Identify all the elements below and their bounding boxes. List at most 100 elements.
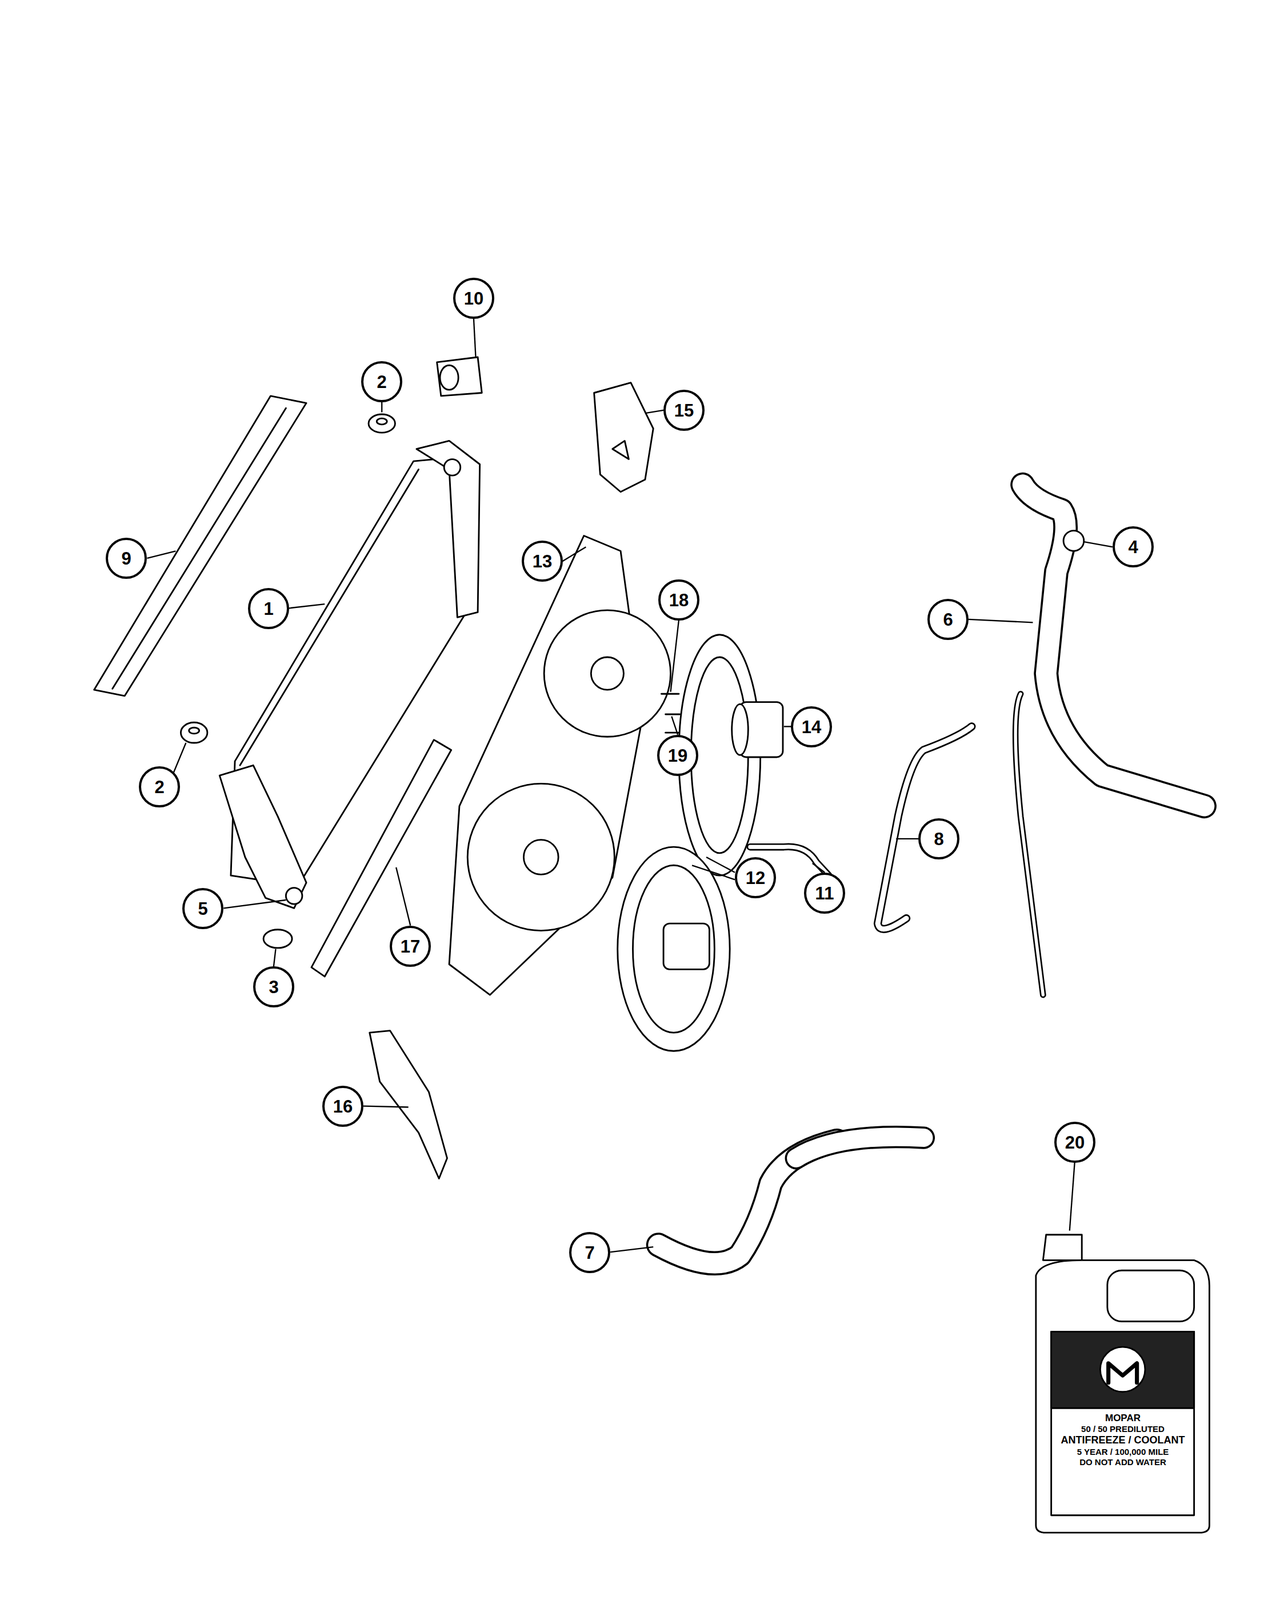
hose <box>796 1137 924 1159</box>
hose-fill <box>796 1137 924 1159</box>
jug-label-header <box>1051 1331 1195 1408</box>
leader-lines <box>147 318 1113 1252</box>
fan-ring <box>690 657 748 854</box>
fan-opening <box>544 610 671 737</box>
callout-number: 9 <box>105 537 147 579</box>
callout-number: 1 <box>248 588 290 630</box>
mopar-logo <box>1100 1346 1146 1392</box>
callout-text: 13 <box>532 552 552 571</box>
leader-line <box>1069 1162 1075 1231</box>
callout-number: 10 <box>453 277 495 319</box>
leader-line <box>670 620 679 692</box>
leader-line <box>273 949 276 967</box>
hose <box>1015 693 1043 995</box>
callout-text: 4 <box>1128 538 1138 556</box>
coolant-jug <box>1036 1260 1210 1533</box>
grommet <box>368 414 395 433</box>
drain-plug <box>263 929 292 948</box>
callout-text: 3 <box>268 978 279 996</box>
callout-text: 9 <box>121 549 131 568</box>
callout-text: 20 <box>1065 1133 1085 1152</box>
jug-label-panel <box>1051 1331 1195 1515</box>
callout-number: 8 <box>918 818 960 860</box>
callout-text: 10 <box>464 289 484 308</box>
fan-ring <box>633 865 715 1033</box>
callout-text: 7 <box>584 1244 595 1262</box>
callout-number: 7 <box>569 1232 611 1274</box>
callout-number: 19 <box>657 734 699 776</box>
callout-number: 14 <box>790 706 832 748</box>
callout-number: 15 <box>663 389 705 431</box>
callout-text: 19 <box>668 746 688 765</box>
callout-text: 1 <box>263 600 274 618</box>
label-text: 50 / 50 PREDILUTED <box>1081 1424 1165 1435</box>
label-text: ANTIFREEZE / COOLANT <box>1061 1434 1186 1447</box>
radiator-outlet <box>285 888 303 905</box>
upper-bracket <box>437 357 483 396</box>
leader-line <box>173 742 186 773</box>
leader-line <box>147 550 176 559</box>
callout-number: 20 <box>1054 1121 1096 1163</box>
label-text: DO NOT ADD WATER <box>1079 1457 1167 1468</box>
callout-number: 18 <box>658 579 700 621</box>
lower-bracket <box>369 1030 448 1179</box>
hose-fill <box>877 726 972 929</box>
lower-seal-strip <box>311 740 452 977</box>
callout-text: 18 <box>669 591 689 610</box>
callout-text: 12 <box>745 869 766 887</box>
callout-text: 11 <box>815 884 835 903</box>
fan-hub <box>590 657 624 690</box>
label-text: MOPAR <box>1105 1412 1141 1424</box>
bracket-detail <box>612 440 630 459</box>
callout-text: 8 <box>933 830 944 848</box>
leader-line <box>896 838 919 840</box>
leader-line <box>381 402 383 413</box>
hose-fill <box>1015 693 1043 995</box>
callout-text: 2 <box>376 373 387 391</box>
radiator-tank <box>416 440 480 618</box>
callout-text: 16 <box>333 1097 353 1116</box>
callout-number: 5 <box>182 888 224 930</box>
leader-line <box>562 546 586 562</box>
leader-line <box>363 1106 409 1108</box>
callout-text: 15 <box>674 401 694 420</box>
grommet-hole <box>376 418 387 425</box>
leader-line <box>396 867 411 926</box>
grommet <box>180 722 207 743</box>
leader-line <box>692 865 735 880</box>
coolant-label: MOPAR50 / 50 PREDILUTEDANTIFREEZE / COOL… <box>1051 1411 1195 1469</box>
callout-text: 14 <box>801 718 822 736</box>
callout-number: 6 <box>927 598 969 640</box>
callout-text: 2 <box>154 778 164 796</box>
fan-opening <box>467 783 615 931</box>
grommet-hole <box>189 727 200 734</box>
fan-blade <box>617 846 730 1051</box>
leader-line <box>812 863 825 873</box>
side-bracket <box>594 382 654 492</box>
callout-number: 13 <box>521 540 563 582</box>
coolant-jug <box>1042 1234 1082 1261</box>
mopar-logo-mark <box>1108 1363 1138 1383</box>
radiator-inlet <box>444 459 461 476</box>
leader-line <box>1084 541 1113 547</box>
radiator-edge <box>240 469 419 766</box>
callout-text: 17 <box>400 937 420 956</box>
leader-line <box>473 318 476 358</box>
callout-text: 5 <box>197 900 208 918</box>
callout-number: 12 <box>734 857 776 899</box>
bracket-bushing <box>440 365 459 390</box>
fan-hub <box>523 840 559 875</box>
leader-line <box>645 410 664 414</box>
hose <box>1022 484 1205 806</box>
callout-number: 3 <box>253 966 295 1008</box>
callout-number: 2 <box>361 361 403 403</box>
upper-seal-strip <box>94 396 307 696</box>
leader-line <box>610 1246 654 1252</box>
callout-number: 17 <box>389 925 431 967</box>
callout-number: 11 <box>804 872 846 914</box>
leader-line <box>223 900 286 908</box>
fan-motor <box>663 923 710 970</box>
callout-number: 4 <box>1112 526 1154 568</box>
